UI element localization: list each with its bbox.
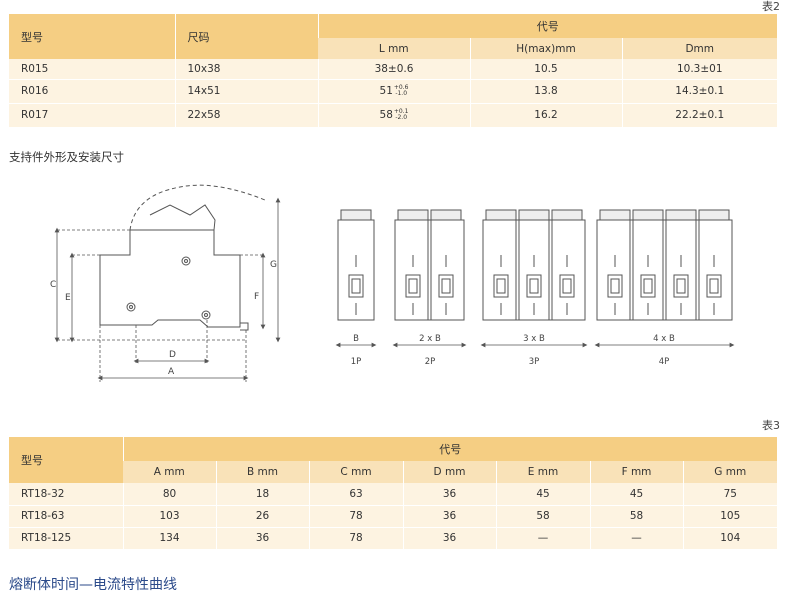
pole-label-4p: 4P	[659, 357, 670, 367]
width-label-1p: B	[353, 334, 359, 344]
table-row: RT18-63 103 26 78 36 58 58 105	[9, 505, 777, 528]
table2-L: 51+0.6-1.0	[317, 79, 470, 104]
table3-cell: —	[589, 527, 683, 549]
table3-cell: 58	[589, 505, 683, 528]
dim-label-G: G	[270, 260, 277, 270]
table3-col-E: E mm	[495, 461, 590, 483]
table3-col-A: A mm	[123, 461, 216, 483]
table2-col-L: L mm	[318, 38, 470, 59]
side-view	[99, 184, 266, 331]
table3: 型号 代号 A mm B mm C mm D mm E mm F mm G mm…	[9, 437, 777, 549]
table3-cell: 78	[308, 527, 403, 549]
table3-code-header: 代号	[122, 437, 777, 461]
dim-label-F: F	[254, 292, 259, 302]
table3-cell: —	[495, 527, 590, 549]
table3-col-B: B mm	[215, 461, 309, 483]
table3-cell: 45	[589, 483, 683, 506]
dim-label-E: E	[65, 293, 71, 303]
table3-cell: 26	[215, 505, 309, 528]
table2-col-H: H(max)mm	[469, 38, 622, 59]
table3-col-G: G mm	[682, 461, 777, 483]
holder-dimension-drawing: C E F G D A B	[50, 184, 735, 382]
front-view-1p	[337, 209, 375, 321]
table2-size: 22x58	[174, 103, 318, 127]
table3-model-header: 型号	[9, 437, 123, 483]
table2-L: 38±0.6	[317, 59, 470, 80]
tolerance: +0.6-1.0	[393, 84, 409, 97]
table2-model: R015	[9, 59, 175, 80]
table2-L-value: 51	[379, 85, 393, 97]
table3-label: 表3	[762, 419, 780, 432]
front-view-2p	[394, 209, 465, 321]
table3-cell: 36	[215, 527, 309, 549]
table2-H: 13.8	[469, 79, 622, 104]
width-label-3p: 3 x B	[523, 334, 545, 344]
table3-model: RT18-32	[9, 483, 123, 506]
table2-size: 14x51	[174, 79, 318, 104]
table2-L: 58+0.1-2.0	[317, 103, 470, 127]
table3-cell: 36	[402, 505, 496, 528]
dimension-lines	[54, 197, 281, 382]
table2-D: 22.2±0.1	[621, 103, 777, 127]
pole-label-2p: 2P	[425, 357, 436, 367]
table3-cell: 104	[682, 527, 777, 549]
table2-size: 10x38	[174, 59, 318, 80]
table3-col-C: C mm	[308, 461, 403, 483]
table2-model: R017	[9, 103, 175, 127]
table3-cell: 36	[402, 527, 496, 549]
table3-cell: 58	[495, 505, 590, 528]
front-view-3p	[482, 209, 586, 321]
table3-model: RT18-63	[9, 505, 123, 528]
table3-cell: 78	[308, 505, 403, 528]
table2-D: 14.3±0.1	[621, 79, 777, 104]
table-row: RT18-32 80 18 63 36 45 45 75	[9, 483, 777, 506]
front-view-4p	[596, 209, 733, 321]
table-row: R016 14x51 51+0.6-1.0 13.8 14.3±0.1	[9, 79, 777, 104]
table3-cell: 36	[402, 483, 496, 506]
table2-L-value: 58	[379, 109, 393, 122]
table-row: R017 22x58 58+0.1-2.0 16.2 22.2±0.1	[9, 103, 777, 127]
table3-cell: 18	[215, 483, 309, 506]
dim-label-C: C	[50, 280, 56, 290]
table3-col-F: F mm	[589, 461, 683, 483]
table3-cell: 63	[308, 483, 403, 506]
width-label-2p: 2 x B	[419, 334, 441, 344]
table3-model: RT18-125	[9, 527, 123, 549]
width-label-4p: 4 x B	[653, 334, 675, 344]
table2-code-header: 代号	[317, 14, 777, 38]
table3-cell: 75	[682, 483, 777, 506]
table2-H: 16.2	[469, 103, 622, 127]
table3-cell: 103	[122, 505, 216, 528]
table2: 型号 尺码 代号 L mm H(max)mm Dmm R015 10x38 38…	[9, 14, 777, 127]
dim-label-A: A	[168, 367, 175, 377]
table2-model-header: 型号	[9, 14, 175, 59]
table3-cell: 105	[682, 505, 777, 528]
table3-cell: 80	[122, 483, 216, 506]
curve-section-title: 熔断体时间—电流特性曲线	[9, 577, 177, 593]
section-title: 支持件外形及安装尺寸	[9, 150, 124, 164]
pole-label-1p: 1P	[351, 357, 362, 367]
table3-cell: 134	[122, 527, 216, 549]
table2-col-D: Dmm	[621, 38, 777, 59]
tolerance: +0.1-2.0	[393, 108, 409, 122]
table2-L-value: 38±0.6	[374, 62, 414, 75]
table2-size-header: 尺码	[174, 14, 318, 59]
table3-col-D: D mm	[402, 461, 496, 483]
table2-model: R016	[9, 79, 175, 104]
table-row: R015 10x38 38±0.6 10.5 10.3±01	[9, 59, 777, 80]
table3-cell: 45	[495, 483, 590, 506]
dim-label-D: D	[169, 350, 176, 360]
table-row: RT18-125 134 36 78 36 — — 104	[9, 527, 777, 549]
table2-label: 表2	[762, 0, 780, 13]
pole-label-3p: 3P	[529, 357, 540, 367]
table2-H: 10.5	[469, 59, 622, 80]
table2-D: 10.3±01	[621, 59, 777, 80]
